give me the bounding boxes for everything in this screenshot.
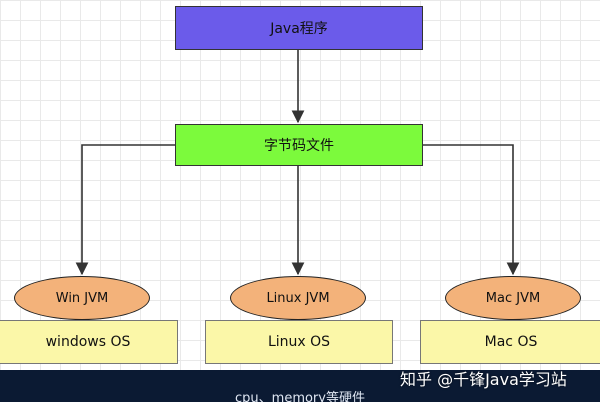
linux-os-box: Linux OS: [205, 320, 393, 364]
java-program-label: Java程序: [270, 21, 328, 37]
hardware-bar: cpu、memory等硬件: [0, 370, 600, 402]
win-jvm-label: Win JVM: [55, 290, 109, 306]
mac-os-box: Mac OS: [420, 320, 600, 364]
mac-jvm-label: Mac JVM: [485, 290, 541, 306]
linux-jvm-ellipse: Linux JVM: [230, 276, 366, 320]
arrow-bytecode-to-win-jvm: [75, 144, 175, 276]
mac-jvm-ellipse: Mac JVM: [445, 276, 581, 320]
linux-os-label: Linux OS: [267, 334, 331, 350]
mac-os-label: Mac OS: [484, 334, 538, 350]
windows-os-box: windows OS: [0, 320, 178, 364]
hardware-label: cpu、memory等硬件: [235, 391, 365, 402]
windows-os-label: windows OS: [45, 334, 131, 350]
bytecode-file-box: 字节码文件: [175, 124, 423, 166]
watermark-text: 知乎 @千锋Java学习站: [400, 370, 567, 389]
win-jvm-ellipse: Win JVM: [14, 276, 150, 320]
java-program-box: Java程序: [175, 6, 423, 50]
bytecode-file-label: 字节码文件: [264, 138, 334, 154]
arrow-bytecode-to-mac-jvm: [423, 144, 520, 276]
linux-jvm-label: Linux JVM: [266, 290, 330, 306]
